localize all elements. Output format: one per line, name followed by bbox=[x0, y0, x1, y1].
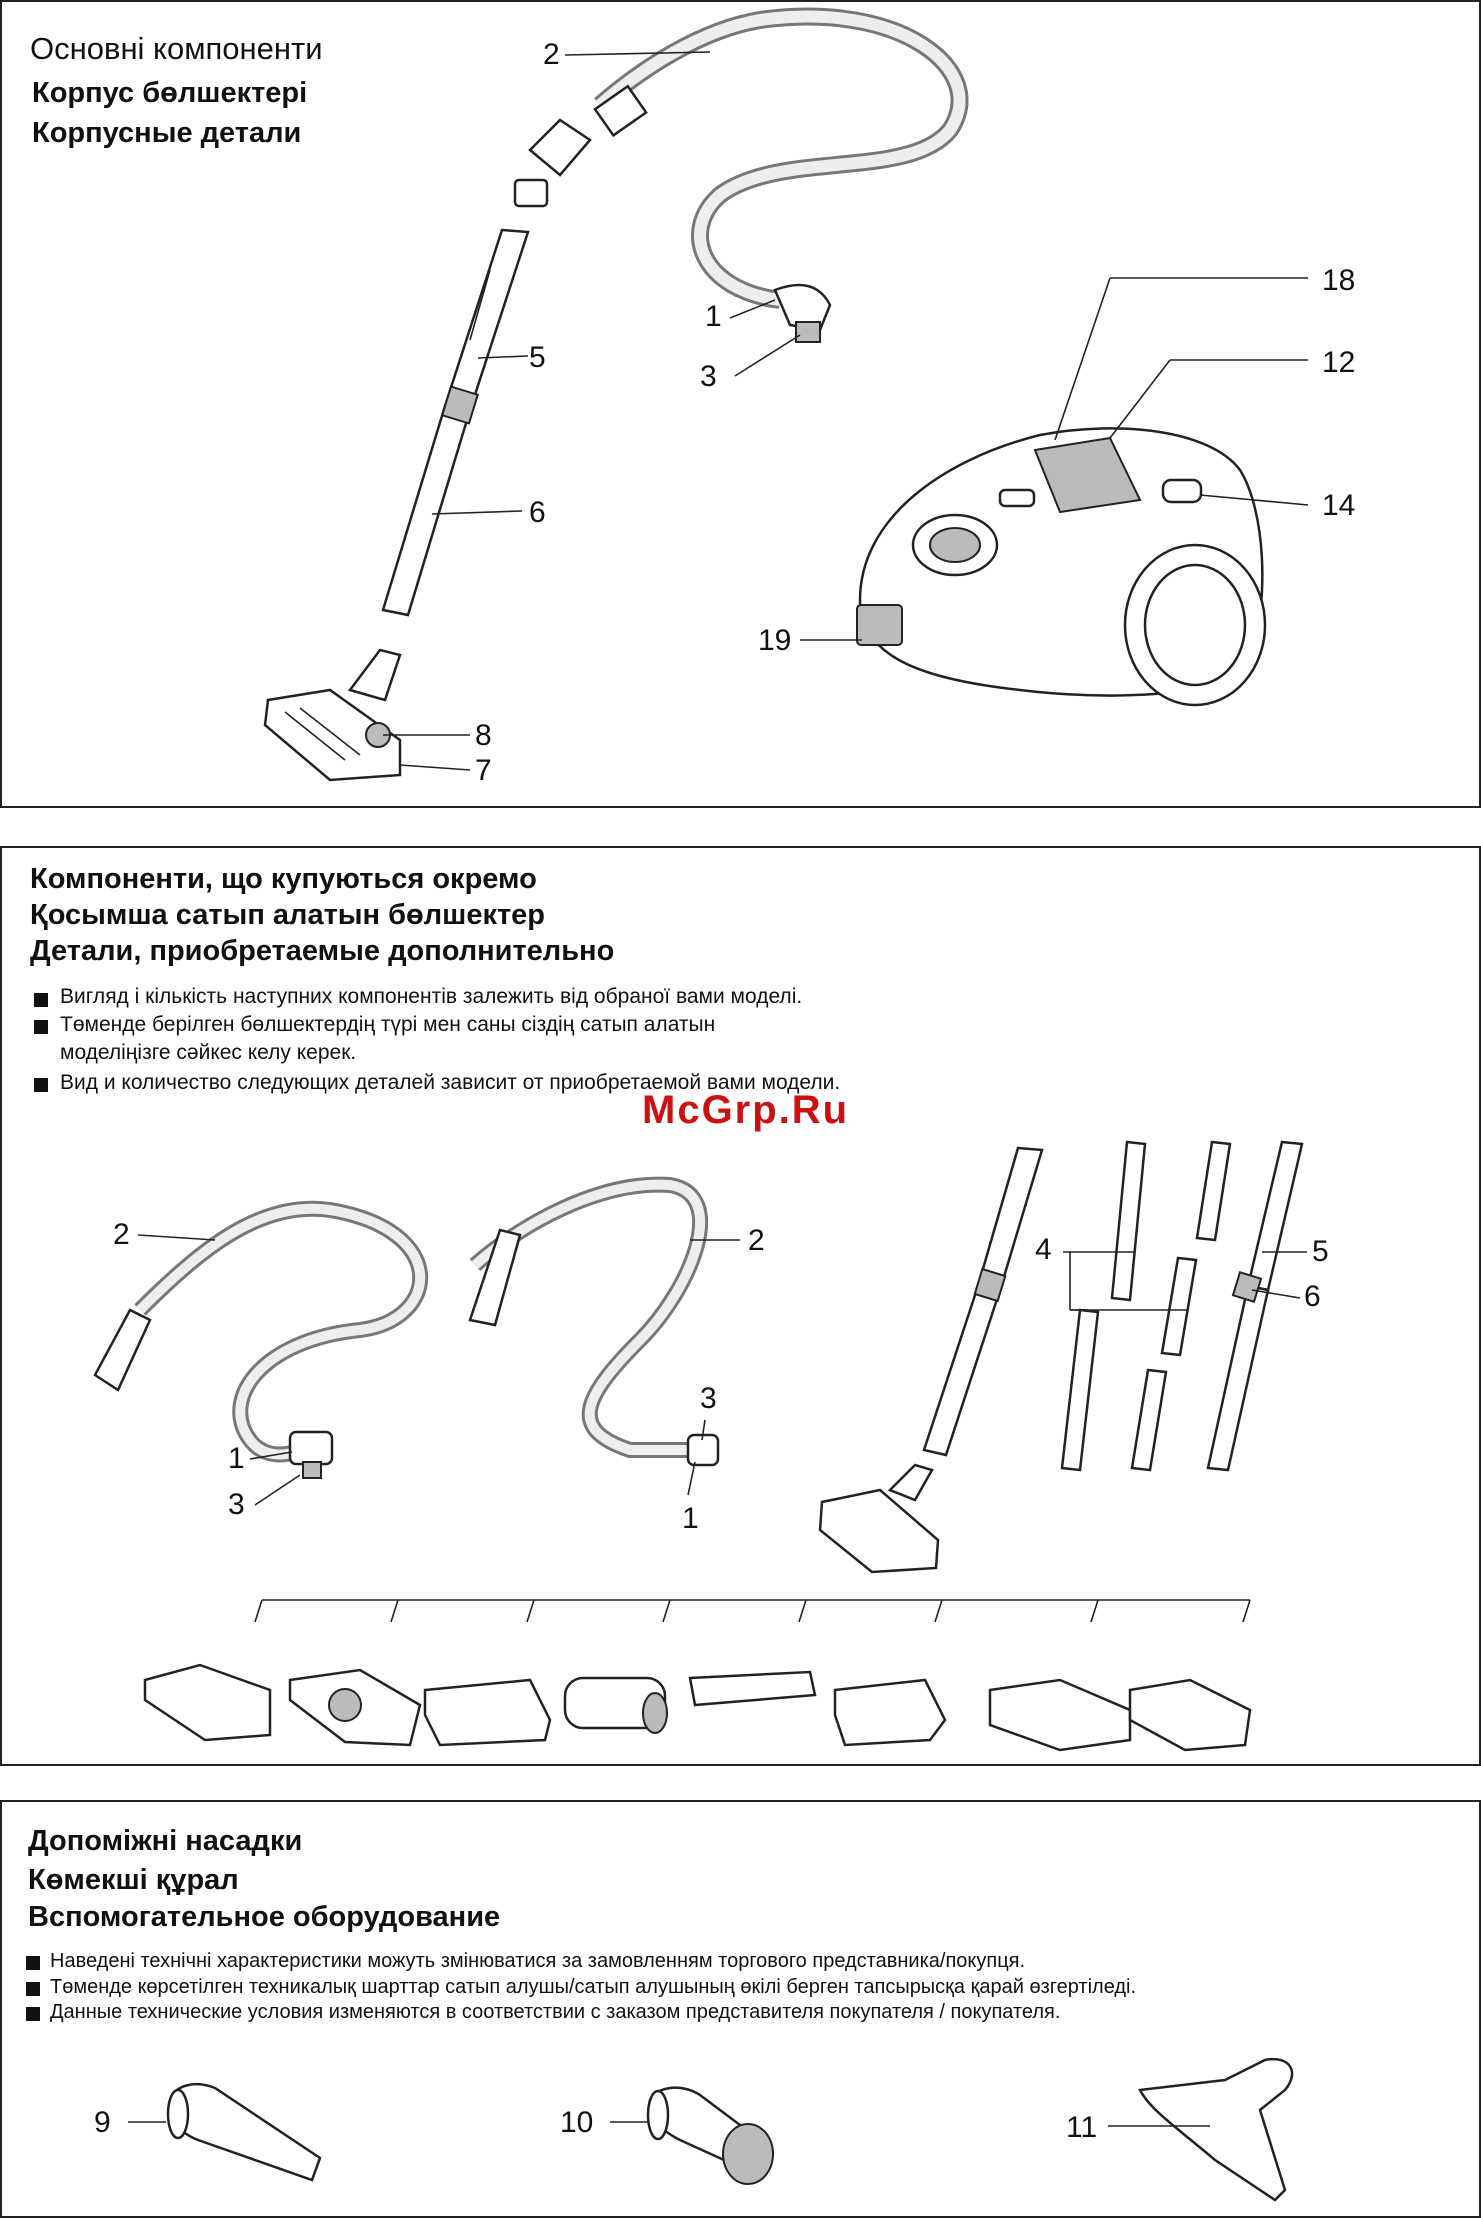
section-title-uk: Компоненти, що купуються окремо bbox=[30, 863, 537, 895]
callout-2: 2 bbox=[748, 1224, 765, 1257]
section-title-ru: Корпусные детали bbox=[32, 117, 302, 149]
callout-12: 12 bbox=[1322, 346, 1356, 379]
section-title-kk: Қосымша сатып алатын бөлшектер bbox=[30, 899, 546, 931]
optional-components-illustration bbox=[93, 1140, 1307, 1752]
section-title-uk: Допоміжні насадки bbox=[28, 1825, 303, 1857]
hose-drawing bbox=[513, 7, 969, 343]
wand-drawing bbox=[381, 228, 530, 617]
leader-lines bbox=[383, 51, 1309, 771]
bullet-marker bbox=[26, 1956, 40, 1970]
section-title-kk: Корпус бөлшектері bbox=[32, 77, 308, 109]
floor-nozzle-drawing bbox=[263, 648, 402, 782]
callout-18: 18 bbox=[1322, 264, 1356, 297]
note-line: Вид и количество следующих деталей завис… bbox=[60, 1071, 841, 1094]
note-line: Вигляд і кількість наступних компонентів… bbox=[60, 985, 803, 1008]
section-title-kk: Көмекші құрал bbox=[28, 1864, 239, 1896]
callout-5: 5 bbox=[529, 341, 546, 374]
note-line: Наведені технічні характеристики можуть … bbox=[50, 1950, 1026, 1972]
callout-4: 4 bbox=[1035, 1233, 1052, 1266]
callout-9: 9 bbox=[94, 2106, 111, 2139]
callout-10: 10 bbox=[560, 2106, 594, 2139]
upholstery-tool-drawing bbox=[1108, 2057, 1294, 2202]
callout-3: 3 bbox=[228, 1488, 245, 1521]
bullet-marker bbox=[26, 1982, 40, 1996]
callout-2: 2 bbox=[113, 1218, 130, 1251]
callout-6: 6 bbox=[1304, 1280, 1321, 1313]
note-line: моделіңізге сәйкес келу керек. bbox=[60, 1041, 357, 1064]
hose-a-drawing bbox=[93, 1200, 428, 1479]
hose-b-drawing bbox=[468, 1176, 720, 1467]
callout-3: 3 bbox=[700, 1382, 717, 1415]
callout-1: 1 bbox=[705, 300, 722, 333]
section-title-ru: Вспомогательное оборудование bbox=[28, 1901, 501, 1933]
bullet-marker bbox=[34, 1078, 48, 1092]
crevice-tool-drawing bbox=[128, 2083, 322, 2182]
callout-14: 14 bbox=[1322, 489, 1356, 522]
callout-1: 1 bbox=[682, 1502, 699, 1535]
vacuum-body-drawing bbox=[856, 427, 1267, 707]
callout-3: 3 bbox=[700, 360, 717, 393]
wand-set-drawing bbox=[818, 1146, 1044, 1574]
callout-11: 11 bbox=[1066, 2111, 1098, 2144]
extension-tubes-drawing bbox=[1060, 1140, 1304, 1472]
nozzle-options-drawing bbox=[143, 1599, 1252, 1752]
callout-7: 7 bbox=[475, 754, 492, 787]
callout-1: 1 bbox=[228, 1442, 245, 1475]
callout-19: 19 bbox=[758, 624, 792, 657]
section-title-ru: Детали, приобретаемые дополнительно bbox=[30, 935, 615, 967]
callout-8: 8 bbox=[475, 719, 492, 752]
watermark: McGrp.Ru bbox=[642, 1088, 850, 1132]
bullet-marker bbox=[26, 2007, 40, 2021]
dusting-brush-drawing bbox=[610, 2086, 774, 2185]
callout-6: 6 bbox=[529, 496, 546, 529]
note-line: Төменде берілген бөлшектердің түрі мен с… bbox=[60, 1013, 716, 1036]
bullet-marker bbox=[34, 1020, 48, 1034]
note-line: Төменде көрсетілген техникалық шарттар с… bbox=[50, 1976, 1137, 1998]
main-components-illustration bbox=[263, 7, 1309, 782]
callout-2: 2 bbox=[543, 38, 560, 71]
bullet-marker bbox=[34, 993, 48, 1007]
note-line: Данные технические условия изменяются в … bbox=[50, 2001, 1061, 2023]
callout-5: 5 bbox=[1312, 1235, 1329, 1268]
section-title-uk: Основні компоненти bbox=[30, 31, 323, 66]
optional-components-panel bbox=[0, 846, 1481, 1766]
leader-lines bbox=[137, 1234, 1307, 1506]
